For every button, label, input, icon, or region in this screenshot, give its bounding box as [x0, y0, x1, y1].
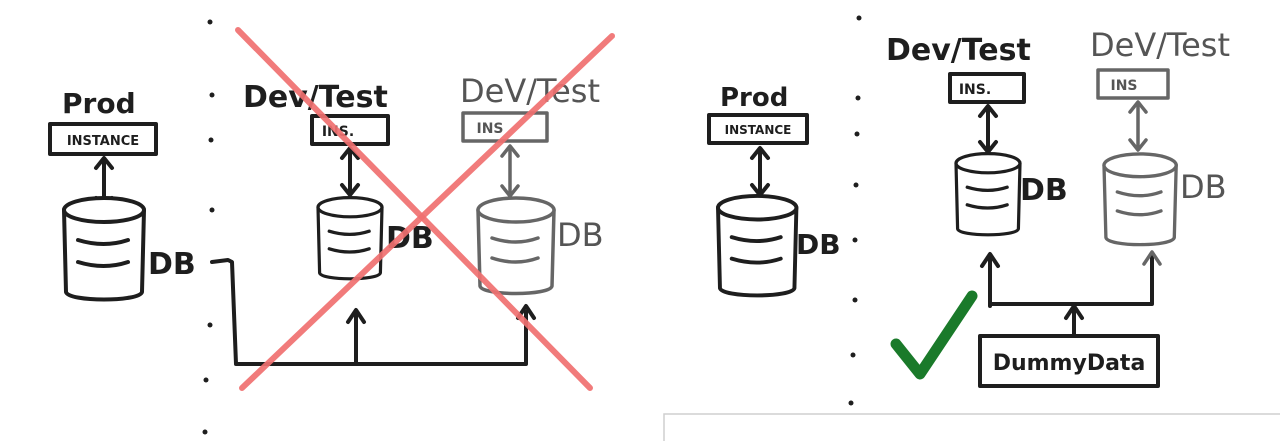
bidirectional-arrow-icon	[750, 146, 770, 197]
dev2-ins-label: INS	[476, 121, 503, 137]
database-icon	[716, 194, 799, 298]
prod-label: Prod	[62, 87, 136, 120]
prod-db-label: DB	[148, 247, 196, 282]
checkmark-icon	[890, 290, 978, 380]
prod-instance-box	[707, 113, 809, 145]
database-icon	[1102, 152, 1178, 247]
dev1-db-label: DB	[1020, 173, 1068, 208]
bidirectional-arrow-icon	[978, 104, 998, 154]
prod-label: Prod	[720, 83, 788, 113]
page-edge	[663, 413, 1280, 441]
left-panel: Prod INSTANCE DB Dev/Test INS. DB DeV/Te…	[48, 27, 615, 391]
dummy-data-connector	[980, 250, 1162, 338]
dev2-ins-label: INS	[1110, 78, 1137, 94]
bidirectional-arrow-icon	[500, 144, 520, 198]
prod-instance-label: INSTANCE	[67, 134, 139, 149]
dev2-ins-box	[1096, 68, 1170, 100]
database-icon	[62, 196, 146, 302]
dev1-label: Dev/Test	[886, 33, 1031, 68]
prod-instance-label: INSTANCE	[725, 123, 792, 137]
separator-dots-right	[848, 15, 862, 406]
right-panel: Prod INSTANCE DB Dev/Test INS. DB DeV/Te…	[707, 26, 1230, 388]
dummy-data-box	[978, 334, 1160, 388]
x-mark-icon	[235, 27, 615, 391]
dev1-ins-label: INS.	[959, 82, 991, 98]
dev2-db-label: DB	[557, 216, 604, 254]
bidirectional-arrow-icon	[1128, 100, 1148, 152]
dummy-data-label: DummyData	[993, 351, 1146, 376]
database-icon	[954, 152, 1022, 237]
dev1-ins-box	[948, 72, 1026, 104]
bidirectional-arrow-icon	[340, 146, 360, 197]
dev2-label: DeV/Test	[460, 72, 600, 110]
dev2-label: DeV/Test	[1090, 26, 1230, 64]
database-icon	[476, 196, 556, 296]
prod-db-label: DB	[796, 228, 841, 261]
dev2-db-label: DB	[1180, 168, 1227, 206]
separator-dots-left	[202, 19, 215, 435]
prod-instance-box	[48, 122, 158, 156]
